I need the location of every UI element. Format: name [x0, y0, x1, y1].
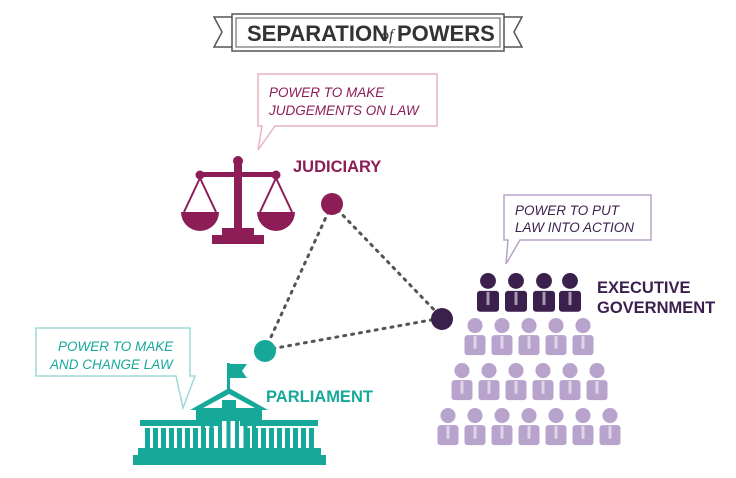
executive-public-servant-14 [491, 408, 513, 446]
judiciary-label: JUDICIARY [293, 158, 381, 176]
executive-public-servant-16 [545, 408, 567, 446]
executive-callout-line2: LAW INTO ACTION [515, 220, 634, 235]
parliament-label: PARLIAMENT [266, 388, 373, 406]
judiciary-executive-link [330, 202, 444, 320]
executive-public-servant-4 [545, 318, 567, 356]
executive-label-line2: GOVERNMENT [597, 299, 715, 317]
executive-callout-line1: POWER TO PUT [515, 203, 621, 218]
executive-public-servant-5 [572, 318, 594, 356]
flagpole [227, 363, 230, 393]
executive-public-servant-17 [572, 408, 594, 446]
executive-public-servant-13 [464, 408, 486, 446]
executive-node [431, 308, 453, 330]
executive-public-servant-10 [559, 363, 581, 401]
executive-public-servant-9 [532, 363, 554, 401]
scales-of-justice-icon [181, 156, 295, 244]
executive-callout: POWER TO PUT LAW INTO ACTION [503, 194, 652, 265]
judiciary-callout-line1: POWER TO MAKE [269, 85, 385, 100]
parliament-base [133, 455, 326, 465]
executive-public-servant-1 [464, 318, 486, 356]
executive-leader-2 [505, 273, 527, 312]
title-part1: SEPARATION [247, 21, 388, 46]
parliament-house-icon [133, 363, 326, 465]
executive-public-servant-3 [518, 318, 540, 356]
judiciary-parliament-link [263, 202, 334, 352]
executive-public-servant-12 [437, 408, 459, 446]
executive-public-servant-18 [599, 408, 621, 446]
executive-public-servant-7 [478, 363, 500, 401]
parliament-callout-line1: POWER TO MAKE [58, 339, 174, 354]
judiciary-node [321, 193, 343, 215]
parliament-callout: POWER TO MAKE AND CHANGE LAW [35, 327, 197, 411]
executive-leader-1 [477, 273, 499, 312]
connection-lines [263, 202, 444, 352]
executive-public-servant-8 [505, 363, 527, 401]
parliament-executive-link [263, 316, 444, 352]
parliament-node [254, 340, 276, 362]
executive-public-servant-11 [586, 363, 608, 401]
title-part2: POWERS [397, 21, 495, 46]
executive-public-servant-2 [491, 318, 513, 356]
executive-leader-4 [559, 273, 581, 312]
title-connector: of [381, 27, 396, 44]
parliament-callout-line2: AND CHANGE LAW [49, 357, 174, 372]
executive-public-servant-6 [451, 363, 473, 401]
flag [230, 364, 247, 378]
executive-leader-3 [533, 273, 555, 312]
crowd-of-people-icon [437, 273, 621, 446]
executive-public-servant-15 [518, 408, 540, 446]
judiciary-callout: POWER TO MAKE JUDGEMENTS ON LAW [257, 73, 438, 151]
title-banner: SEPARATION of POWERS [212, 13, 524, 52]
judiciary-callout-line2: JUDGEMENTS ON LAW [268, 103, 420, 118]
executive-label-line1: EXECUTIVE [597, 279, 691, 297]
